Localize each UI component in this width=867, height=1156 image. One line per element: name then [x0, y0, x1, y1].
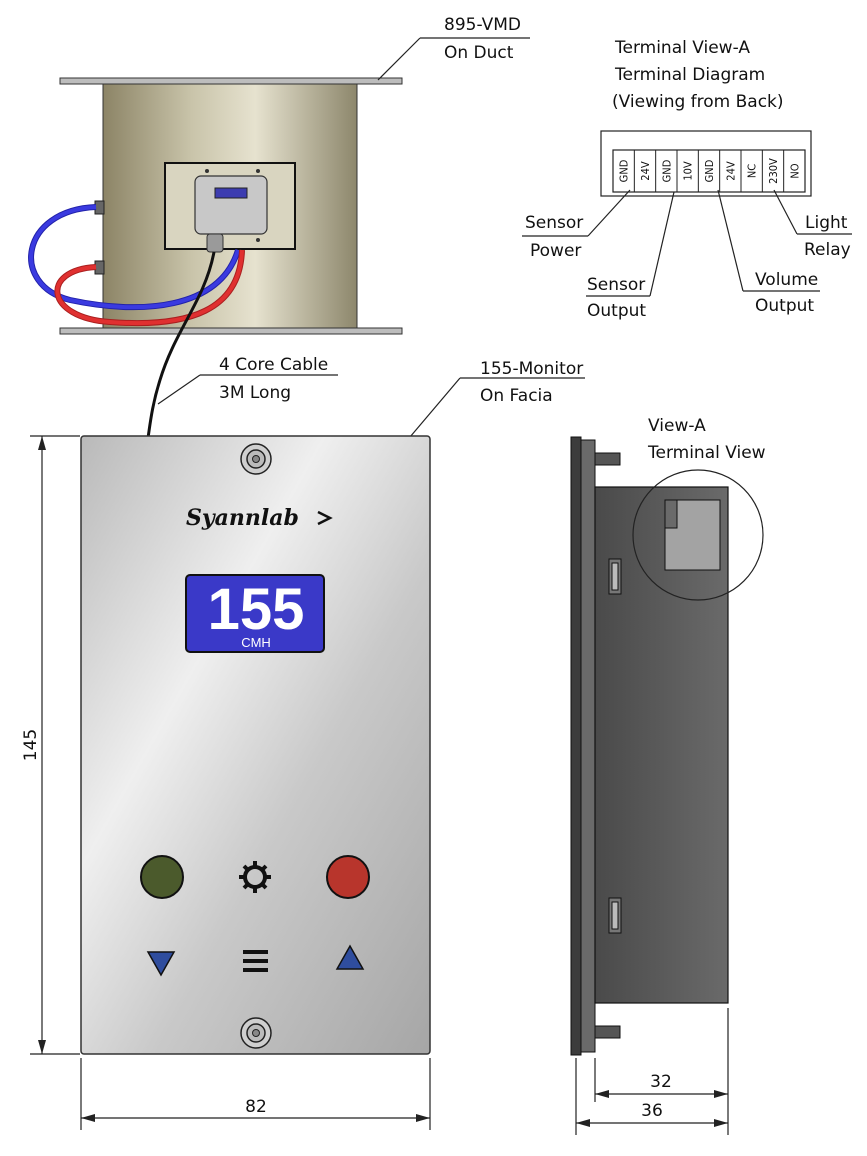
pressure-port-upper — [94, 200, 105, 215]
red-button[interactable] — [326, 855, 370, 899]
four-core-cable — [146, 251, 216, 439]
terminal-label: 24V — [639, 161, 652, 181]
terminal-diagram: Terminal View-A Terminal Diagram (Viewin… — [522, 38, 852, 321]
up-arrow-icon[interactable] — [335, 944, 365, 970]
leader-vmd: 895-VMD On Duct — [377, 15, 530, 81]
duct-assembly — [28, 77, 403, 439]
pressure-port-lower — [94, 260, 105, 275]
display-unit: CMH — [241, 635, 271, 650]
light-relay-label-2: Relay — [804, 240, 851, 260]
terminal-label: GND — [618, 159, 631, 182]
settings-gear-icon[interactable] — [239, 861, 271, 893]
volume-output-label-1: Volume — [755, 270, 818, 290]
top-screw — [240, 443, 272, 475]
view-a-label: View-A Terminal View — [647, 416, 766, 463]
view-a-label-1: View-A — [648, 416, 706, 436]
terminal-label: NO — [788, 163, 801, 178]
sensor-output-label-2: Output — [587, 301, 646, 321]
sensor-display-window — [214, 187, 248, 199]
terminal-label: 230V — [767, 158, 780, 184]
depth-inner-value: 32 — [650, 1072, 672, 1092]
terminal-label: 24V — [724, 161, 737, 181]
vmd-label-line1: 895-VMD — [444, 15, 521, 35]
vmd-label-line2: On Duct — [444, 43, 514, 63]
sensor-power-label-1: Sensor — [525, 213, 583, 233]
dimension-width: 82 — [80, 1058, 431, 1130]
leader-monitor: 155-Monitor On Facia — [409, 359, 585, 438]
monitor-label-2: On Facia — [480, 386, 553, 406]
terminal-label: GND — [660, 159, 673, 182]
dimension-depth: 32 36 — [575, 1008, 729, 1135]
lcd-display — [185, 574, 325, 653]
volume-output-label-2: Output — [755, 296, 814, 316]
dimension-height: 145 — [21, 435, 80, 1055]
terminal-title-line1: Terminal View-A — [614, 38, 750, 58]
terminal-label: 10V — [682, 161, 695, 181]
down-arrow-icon[interactable] — [146, 951, 176, 977]
duct-flange-top — [59, 77, 403, 85]
sensor-box — [194, 175, 268, 235]
monitor-label-1: 155-Monitor — [480, 359, 583, 379]
panel-face — [80, 435, 431, 1055]
light-relay-label-1: Light — [805, 213, 848, 233]
terminal-label: GND — [703, 159, 716, 182]
brand-logo: Syannlab — [186, 505, 299, 531]
view-a-label-2: Terminal View — [647, 443, 766, 463]
height-dimension-value: 145 — [21, 729, 41, 761]
sensor-nozzle — [206, 233, 224, 253]
green-button[interactable] — [140, 855, 184, 899]
terminal-block-inner — [612, 149, 806, 193]
terminal-title-line2: Terminal Diagram — [614, 65, 765, 85]
terminal-title-line3: (Viewing from Back) — [612, 92, 784, 112]
width-dimension-value: 82 — [245, 1097, 267, 1117]
terminal-cells: GND 24V GND 10V GND 24V NC 230V NO — [618, 150, 801, 192]
sensor-power-label-2: Power — [530, 241, 581, 261]
sensor-output-label-1: Sensor — [587, 275, 645, 295]
leader-cable: 4 Core Cable 3M Long — [157, 355, 338, 405]
display-value: 155 — [208, 577, 305, 642]
terminal-label: NC — [746, 164, 759, 178]
monitor-side-view — [570, 436, 764, 1056]
menu-icon[interactable] — [243, 950, 268, 972]
duct-flange-bottom — [59, 327, 403, 335]
cable-label-1: 4 Core Cable — [219, 355, 328, 375]
depth-outer-value: 36 — [641, 1101, 663, 1121]
view-a-detail-circle — [632, 469, 764, 601]
monitor-front-panel: Syannlab 155 CMH — [80, 435, 431, 1055]
bottom-screw — [240, 1017, 272, 1049]
cable-label-2: 3M Long — [219, 383, 291, 403]
side-facia-plate — [570, 436, 582, 1056]
